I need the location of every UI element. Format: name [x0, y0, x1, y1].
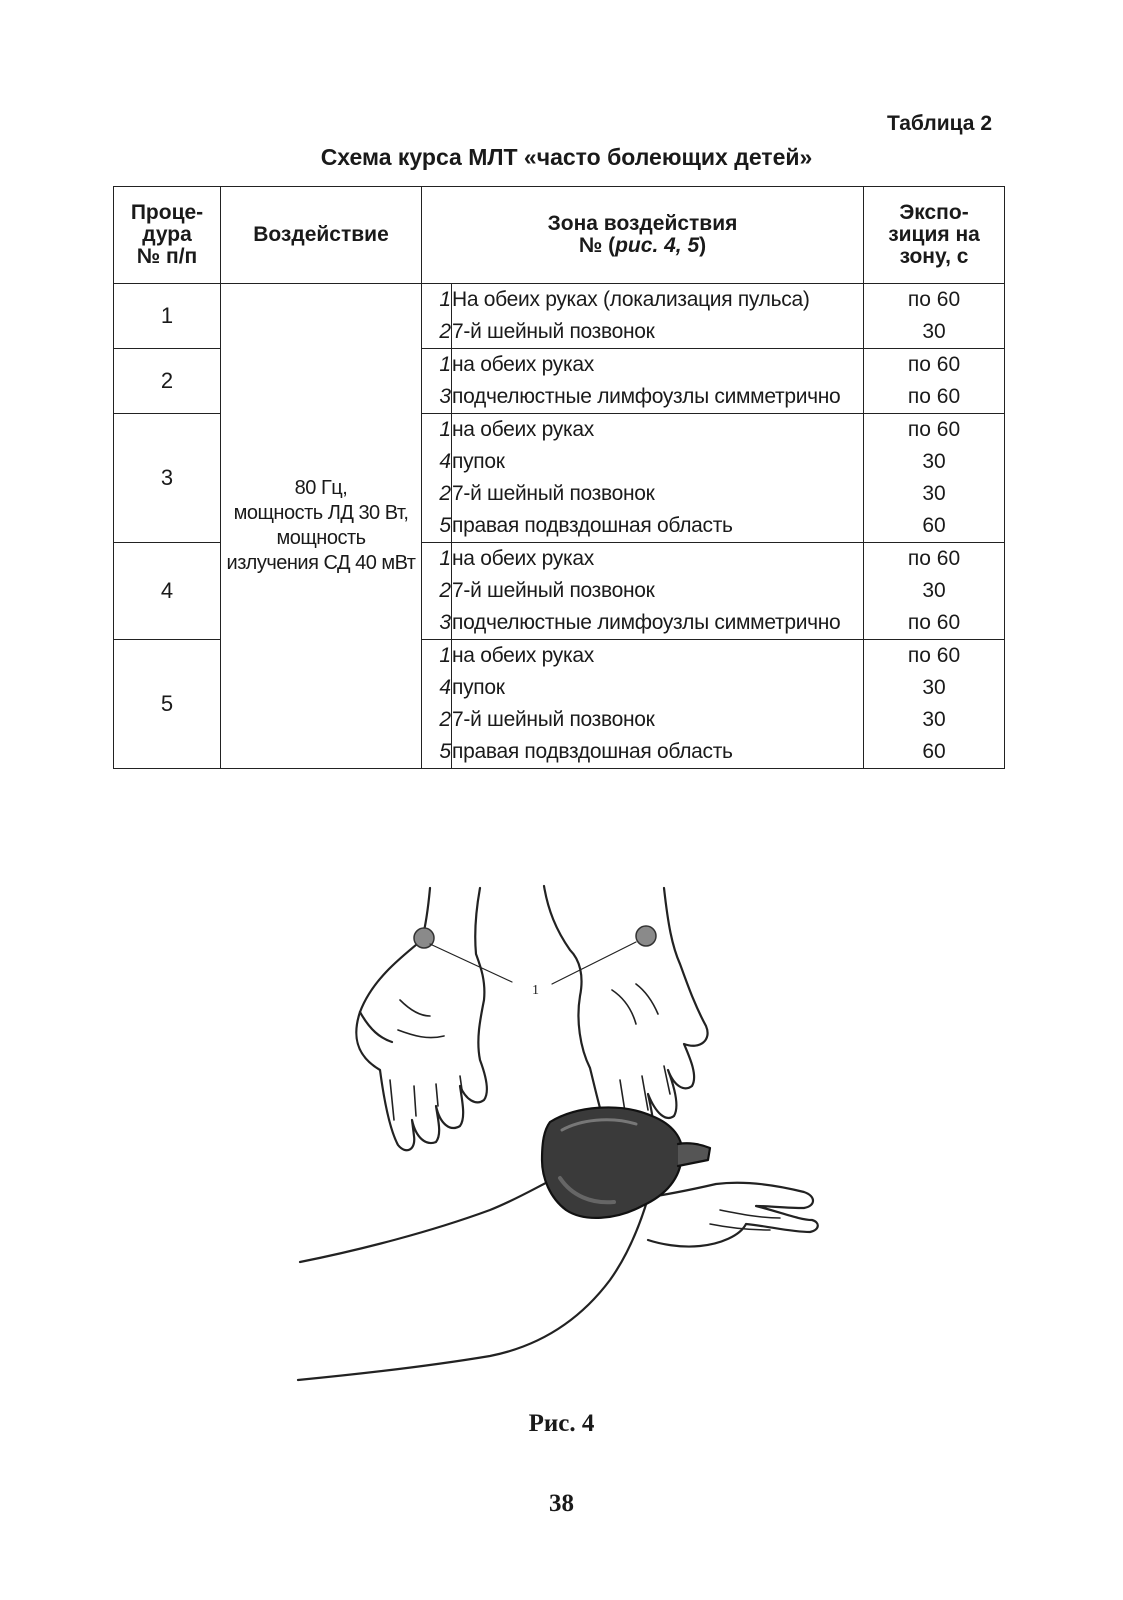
- zone-code-cell: 1 4 2 5: [421, 413, 452, 543]
- zone-name-cell: на обеих руках подчелюстные лимфоузлы сим…: [450, 348, 865, 414]
- exposure-value: 30: [922, 676, 946, 699]
- zone-code: 3: [439, 385, 451, 408]
- zone-name: 7-й шейный позвонок: [452, 708, 655, 731]
- zone-code: 2: [439, 320, 451, 343]
- exposure-value: по 60: [907, 611, 961, 634]
- effect-line: излучения СД 40 мВт: [226, 552, 416, 574]
- exposure-value: по 60: [907, 547, 961, 570]
- exposure-value: 30: [922, 482, 946, 505]
- zone-name: 7-й шейный позвонок: [452, 482, 655, 505]
- zone-code: 4: [439, 450, 451, 473]
- pulse-point-right-icon: [635, 925, 657, 947]
- effect-line: 80 Гц,: [294, 477, 348, 499]
- effect-line: мощность ЛД 30 Вт,: [233, 502, 409, 524]
- laser-device-icon: [540, 1106, 684, 1219]
- page-number: 38: [549, 1490, 574, 1517]
- zone-name-cell: на обеих руках пупок 7-й шейный позвонок пр…: [450, 639, 865, 769]
- header-procedure: Проце- дура № п/п: [113, 186, 221, 284]
- exposure-value: 30: [922, 320, 946, 343]
- procedure-number: 4: [113, 542, 221, 640]
- figure-callout-label: 1: [532, 983, 539, 998]
- zone-code: 4: [439, 676, 451, 699]
- zone-name: 7-й шейный позвонок: [452, 320, 655, 343]
- zone-name: правая подвздошная область: [452, 740, 733, 763]
- header-zone: Зона воздействия № (рис. 4, 5): [420, 186, 865, 284]
- procedure-number: 3: [113, 413, 221, 543]
- zone-code: 3: [439, 611, 451, 634]
- exposure-value: 30: [922, 450, 946, 473]
- pulse-point-left-icon: [413, 927, 435, 949]
- zone-name-cell: На обеих руках (локализация пульса) 7-й ш…: [450, 283, 865, 349]
- exposure-value: 30: [922, 579, 946, 602]
- zone-code: 1: [439, 547, 451, 570]
- zone-name: на обеих руках: [452, 353, 594, 376]
- exposure-value: по 60: [907, 288, 961, 311]
- zone-name: на обеих руках: [452, 644, 594, 667]
- hands-illustration: 1: [296, 884, 819, 1382]
- exposure-value: 60: [922, 514, 946, 537]
- effect-cell: 80 Гц, мощность ЛД 30 Вт, мощность излучени…: [220, 283, 422, 769]
- zone-name: подчелюстные лимфоузлы симметрично: [452, 385, 841, 408]
- header-row: Проце- дура № п/п Воздействие Зона возде…: [113, 186, 1006, 284]
- exposure-value: 60: [922, 740, 946, 763]
- exposure-value-cell: по 60 30 30 60: [863, 413, 1006, 543]
- zone-name: на обеих руках: [452, 418, 594, 441]
- figure-caption: Рис. 4: [528, 1410, 595, 1437]
- zone-code: 1: [439, 353, 451, 376]
- zone-code: 2: [439, 708, 451, 731]
- zone-code: 1: [439, 288, 451, 311]
- zone-code-cell: 1 4 2 5: [421, 639, 452, 769]
- zone-name: 7-й шейный позвонок: [452, 579, 655, 602]
- table-title: Схема курса МЛТ «часто болеющих детей»: [320, 144, 813, 170]
- exposure-value: по 60: [907, 353, 961, 376]
- effect-line: мощность: [276, 527, 366, 549]
- exposure-value-cell: по 60 30: [863, 283, 1006, 349]
- table-row: 4 1 2 3 на обеих руках 7-й шейный позвонок под…: [113, 542, 1006, 640]
- zone-name: пупок: [452, 450, 505, 473]
- table-row: 1 80 Гц, мощность ЛД 30 Вт, мощность излучен…: [113, 283, 1006, 769]
- zone-code: 2: [439, 482, 451, 505]
- header-exposure: Экспо- зиция на зону, с: [863, 186, 1006, 284]
- zone-name-cell: на обеих руках 7-й шейный позвонок подчелю…: [450, 542, 865, 640]
- zone-name: на обеих руках: [452, 547, 594, 570]
- procedure-number: 1: [113, 283, 221, 349]
- zone-name-cell: на обеих руках пупок 7-й шейный позвонок пр…: [450, 413, 865, 543]
- exposure-value-cell: по 60 по 60: [863, 348, 1006, 414]
- zone-code: 1: [439, 644, 451, 667]
- exposure-value-cell: по 60 30 30 60: [863, 639, 1006, 769]
- procedure-number: 5: [113, 639, 221, 769]
- table-label: Таблица 2: [886, 112, 992, 135]
- table-row: 5 1 4 2 5 на обеих руках пупок 7-й шейный позво…: [113, 639, 1006, 769]
- zone-code: 5: [439, 514, 451, 537]
- header-effect: Воздействие: [220, 186, 422, 284]
- course-table: Проце- дура № п/п Воздействие Зона возде…: [113, 186, 1006, 769]
- zone-code-cell: 1 2 3: [421, 542, 452, 640]
- procedure-number: 2: [113, 348, 221, 414]
- zone-code: 1: [439, 418, 451, 441]
- exposure-value-cell: по 60 30 по 60: [863, 542, 1006, 640]
- zone-code: 2: [439, 579, 451, 602]
- zone-name: пупок: [452, 676, 505, 699]
- zone-name: На обеих руках (локализация пульса): [452, 288, 810, 311]
- zone-name: подчелюстные лимфоузлы симметрично: [452, 611, 841, 634]
- zone-name: правая подвздошная область: [452, 514, 733, 537]
- exposure-value: по 60: [907, 418, 961, 441]
- exposure-value: по 60: [907, 644, 961, 667]
- zone-code: 5: [439, 740, 451, 763]
- exposure-value: по 60: [907, 385, 961, 408]
- exposure-value: 30: [922, 708, 946, 731]
